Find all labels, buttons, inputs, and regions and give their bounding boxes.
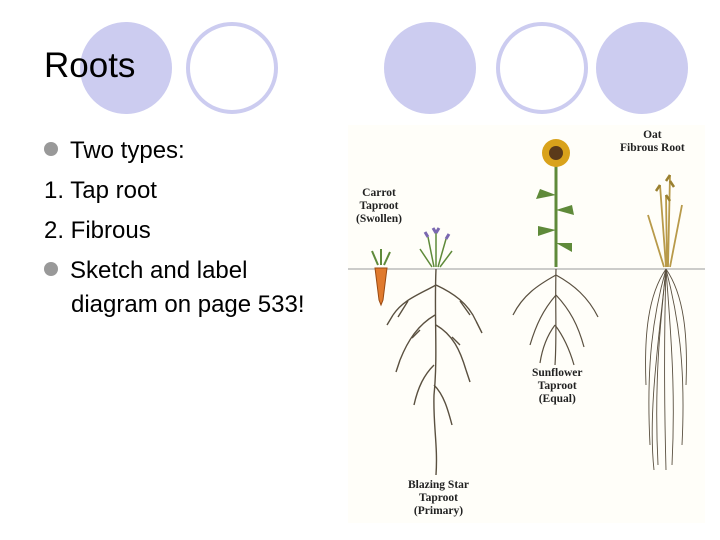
blazing-star-label: Blazing Star Taproot (Primary) bbox=[408, 479, 470, 517]
oat-plant bbox=[647, 174, 683, 268]
carrot-label: Carrot Taproot (Swollen) bbox=[356, 187, 402, 225]
decor-circle-3 bbox=[384, 22, 476, 114]
oat-label: Oat Fibrous Root bbox=[620, 129, 685, 154]
carrot-plant bbox=[371, 249, 391, 307]
body-line-1: Two types: bbox=[44, 131, 305, 171]
bullet-icon bbox=[44, 142, 58, 156]
decor-circle-5 bbox=[596, 22, 688, 114]
blazing-star-plant bbox=[419, 227, 453, 268]
body-line-4: Sketch and label bbox=[44, 251, 305, 291]
root-types-illustration: Oat Fibrous Root Carrot Taproot (Swollen… bbox=[348, 125, 705, 523]
sunflower-plant bbox=[536, 139, 574, 267]
body-line-2: 1. Tap root bbox=[44, 177, 157, 204]
decor-circle-4 bbox=[496, 22, 588, 114]
body-line-3: 2. Fibrous bbox=[44, 217, 151, 244]
body-line-5: diagram on page 533! bbox=[71, 291, 305, 318]
root-drawing bbox=[348, 139, 705, 476]
carrot-root bbox=[374, 267, 388, 307]
sunflower-taproot bbox=[512, 268, 599, 366]
slide-title: Roots bbox=[44, 46, 136, 85]
blazing-star-taproot bbox=[386, 268, 483, 476]
slide-body: Two types: 1. Tap root 2. Fibrous Sketch… bbox=[44, 131, 305, 325]
bullet-icon bbox=[44, 262, 58, 276]
oat-fibrous-root bbox=[645, 268, 687, 471]
sunflower-label: Sunflower Taproot (Equal) bbox=[532, 367, 583, 405]
decor-circle-2 bbox=[186, 22, 278, 114]
decor-circle-1 bbox=[80, 22, 172, 114]
